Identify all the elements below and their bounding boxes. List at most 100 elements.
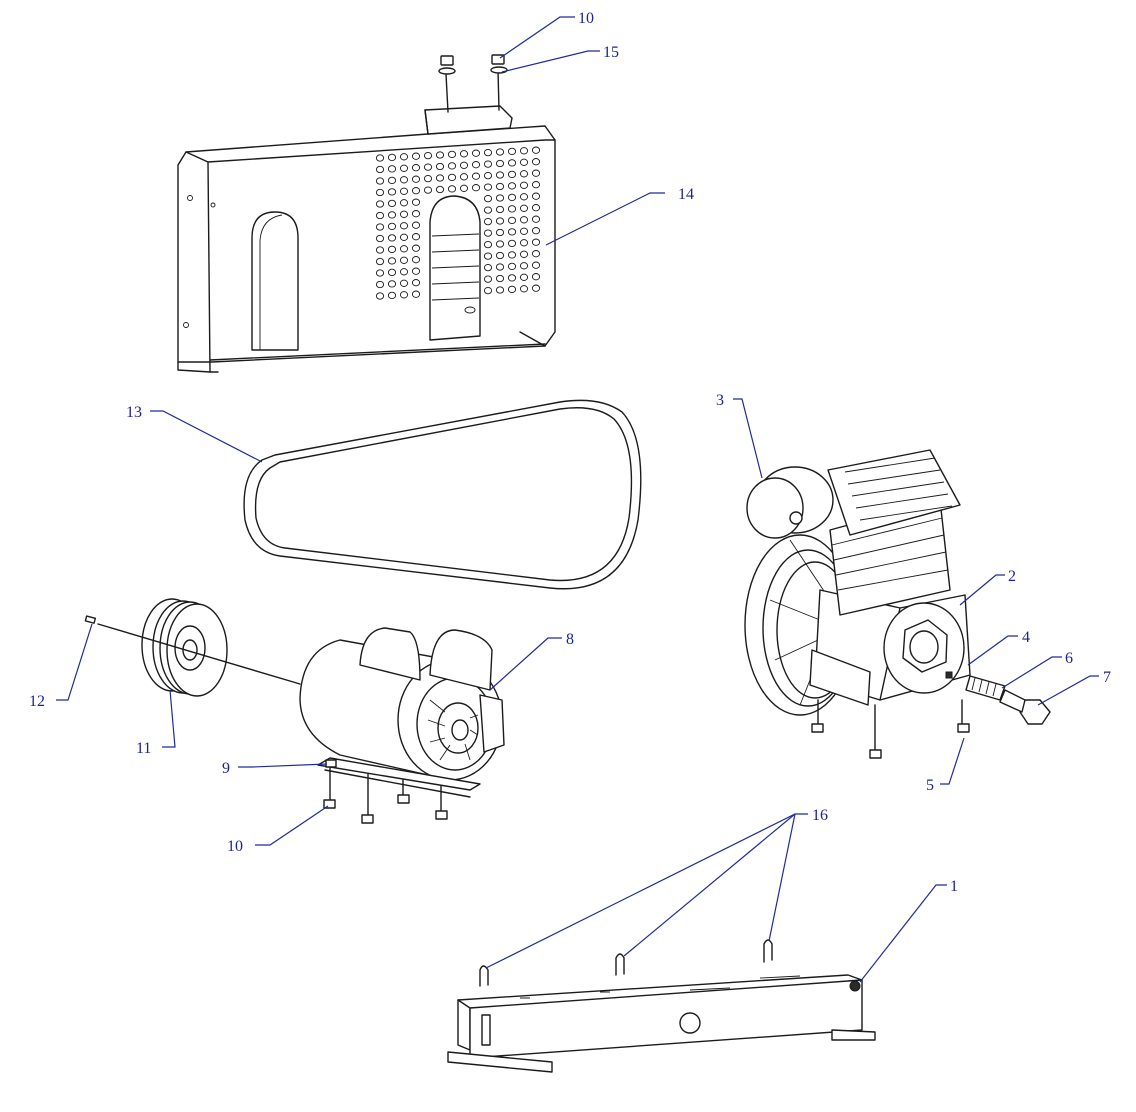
- vent-hole: [411, 256, 421, 264]
- vent-hole: [411, 175, 421, 183]
- callout-14: 14: [678, 186, 694, 203]
- callout-6: 6: [1065, 650, 1073, 667]
- vent-hole: [483, 263, 493, 272]
- vent-hole: [495, 194, 505, 202]
- vent-hole: [531, 227, 541, 235]
- callout-5: 5: [926, 777, 934, 794]
- vent-hole: [411, 164, 421, 172]
- vent-hole: [447, 173, 457, 182]
- callout-9: 9: [222, 760, 230, 777]
- vent-hole: [375, 223, 385, 231]
- callout-7: 7: [1103, 669, 1111, 686]
- vent-hole: [387, 153, 397, 162]
- vent-hole: [375, 188, 385, 197]
- vent-hole: [375, 177, 385, 185]
- belt-guard: [177, 54, 556, 373]
- vent-hole: [519, 170, 529, 178]
- vent-hole: [375, 257, 385, 266]
- vent-hole: [387, 165, 397, 173]
- vent-hole: [495, 205, 505, 214]
- vent-hole: [399, 268, 409, 276]
- vent-hole: [483, 286, 493, 295]
- vent-hole: [519, 227, 529, 235]
- vent-hole: [447, 185, 457, 193]
- vent-hole: [495, 274, 505, 283]
- vent-hole: [507, 193, 517, 202]
- vent-hole: [399, 164, 409, 172]
- vent-hole: [531, 181, 541, 189]
- vent-hole: [495, 251, 505, 260]
- vent-hole: [507, 182, 517, 190]
- electric-motor: [299, 627, 505, 824]
- vent-hole: [435, 174, 445, 182]
- vent-hole: [423, 174, 433, 183]
- vent-hole: [483, 252, 493, 260]
- callout-12: 12: [29, 693, 45, 710]
- vent-hole: [375, 234, 385, 243]
- callout-8: 8: [566, 631, 574, 648]
- vent-hole: [375, 269, 385, 277]
- callout-10-top: 10: [578, 10, 594, 27]
- vent-hole: [375, 154, 385, 162]
- vent-hole: [399, 199, 409, 207]
- vent-hole: [459, 150, 469, 158]
- vent-hole: [495, 182, 505, 191]
- vent-hole: [375, 211, 385, 220]
- vent-hole: [411, 210, 421, 218]
- vent-hole: [507, 285, 517, 294]
- vent-hole: [459, 173, 469, 181]
- vent-hole: [483, 194, 493, 203]
- vent-hole: [375, 200, 385, 208]
- vent-hole: [447, 162, 457, 170]
- vent-hole: [387, 222, 397, 231]
- vent-hole: [519, 193, 529, 201]
- vent-hole: [411, 152, 421, 160]
- vent-hole: [399, 176, 409, 184]
- base-frame: [447, 939, 876, 1073]
- vent-hole: [399, 233, 409, 241]
- vent-hole: [471, 161, 481, 169]
- vent-hole: [387, 257, 397, 265]
- vent-hole: [531, 261, 541, 269]
- vent-hole: [507, 216, 517, 225]
- vent-hole: [387, 188, 397, 196]
- vent-hole: [423, 186, 433, 194]
- vent-hole: [519, 158, 529, 166]
- vent-hole: [531, 158, 541, 166]
- callout-13: 13: [126, 404, 142, 421]
- vent-hole: [459, 184, 469, 192]
- vent-hole: [411, 290, 421, 298]
- vent-hole: [447, 150, 457, 159]
- vent-hole: [495, 286, 505, 294]
- ventilation-holes: [375, 146, 541, 300]
- callout-11: 11: [136, 740, 151, 757]
- vent-hole: [531, 192, 541, 200]
- vent-hole: [495, 228, 505, 237]
- vent-hole: [507, 205, 517, 213]
- vent-hole: [519, 262, 529, 270]
- vent-hole: [435, 185, 445, 194]
- vent-hole: [519, 181, 529, 189]
- vent-hole: [471, 184, 481, 192]
- vent-hole: [411, 187, 421, 195]
- callout-labels: 10 15 14 13 3 2 4 6 7 5 8 12 11 9 10 16 …: [29, 10, 1111, 895]
- vent-hole: [411, 221, 421, 229]
- vent-hole: [411, 244, 421, 252]
- vent-hole: [411, 267, 421, 275]
- vent-hole: [483, 160, 493, 168]
- vent-hole: [531, 169, 541, 177]
- vent-hole: [399, 210, 409, 218]
- vent-hole: [495, 148, 505, 156]
- vent-hole: [507, 228, 517, 236]
- vent-hole: [387, 234, 397, 242]
- vent-hole: [495, 159, 505, 168]
- vent-hole: [387, 176, 397, 185]
- vent-hole: [435, 162, 445, 171]
- callout-4: 4: [1022, 629, 1030, 646]
- callout-3: 3: [716, 392, 724, 409]
- vent-hole: [495, 171, 505, 179]
- vent-hole: [531, 250, 541, 258]
- vent-hole: [471, 172, 481, 180]
- vent-hole: [459, 161, 469, 169]
